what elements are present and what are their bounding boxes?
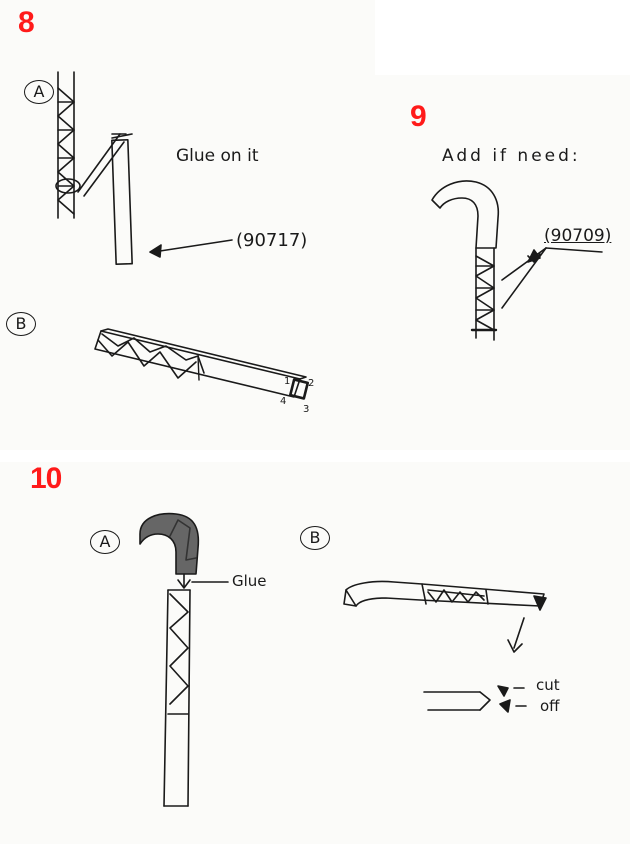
step8-b-long-bar (94, 328, 310, 400)
corner-number-2: 2 (308, 378, 315, 389)
step10-part-a-label: A (90, 530, 120, 554)
step8-a-truss-column (55, 71, 81, 219)
step9-part-code: (90709) (544, 226, 612, 246)
step8-instruction: Glue on it (176, 146, 259, 166)
step9-instruction: Add if need: (442, 146, 581, 166)
step8-part-code: (90717) (236, 230, 308, 251)
step9-arrows (501, 247, 603, 309)
step10-b-cut-detail (423, 685, 527, 713)
step10-a-column (163, 589, 191, 807)
step10-b-arrow (507, 617, 525, 653)
step-10-number: 10 (30, 462, 62, 495)
step10-part-b-label: B (300, 526, 330, 550)
step10-cut-label: cut (536, 676, 560, 694)
step-9-number: 9 (410, 100, 427, 133)
step8-a-glued-bar (77, 133, 133, 266)
step8-part-b-label: B (6, 312, 36, 336)
step10-b-assembly (343, 580, 547, 611)
step8-a-arrow (149, 239, 233, 258)
corner-number-3: 3 (303, 404, 310, 415)
panel-divider (0, 450, 630, 462)
step10-off-label: off (540, 697, 560, 715)
step10-a-hook (139, 512, 200, 575)
panel-9-top-bg (375, 0, 630, 75)
corner-number-4: 4 (280, 396, 287, 407)
step-8-number: 8 (18, 6, 35, 39)
step8-part-a-label: A (24, 80, 54, 104)
step10-glue-label: Glue (232, 572, 267, 590)
step10-a-glue-arrow (177, 573, 229, 589)
step9-bent-piece (431, 180, 500, 249)
step9-truss-column (470, 247, 498, 341)
corner-number-1: 1 (284, 376, 291, 387)
